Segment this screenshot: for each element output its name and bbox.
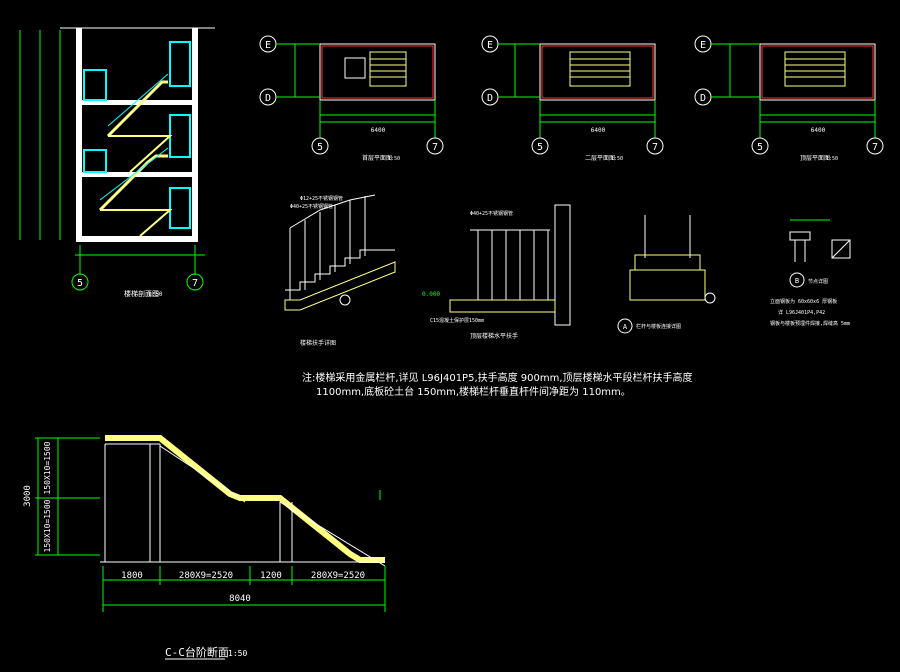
cc-dim-3: 1200 (260, 571, 282, 581)
plan1-title: 首层平面图 (362, 154, 392, 162)
cc-total: 8040 (229, 594, 251, 604)
plan3-title: 顶层平面图 (800, 155, 830, 162)
general-note-line-1: 注:楼梯采用金属栏杆,详见 L96J401P5,扶手高度 900mm,顶层楼梯水… (302, 373, 693, 384)
cc-dim-2: 280X9=2520 (179, 571, 233, 581)
plan2-scale: 1:50 (611, 156, 623, 162)
plan1-grid-7: 7 (432, 142, 438, 153)
plan1-scale: 1:50 (388, 156, 400, 162)
b-note-2: 详 L96J401P4,P42 (778, 309, 825, 316)
b-note-1: 立面钢板为 60x60x6 厚钢板 (770, 298, 837, 305)
horizontal-rail-detail (449, 204, 571, 326)
stair-plan-3 (694, 35, 884, 155)
cc-lower-flight: 150X10=1500 (43, 499, 52, 552)
node-detail-B (789, 219, 851, 262)
plan2-total-dim: 6400 (591, 127, 606, 134)
plan3-grid-5: 5 (757, 142, 763, 153)
horiz-rail-label: 顶层楼梯水平扶手 (470, 332, 518, 340)
stair-rail-label: 楼梯扶手详图 (300, 339, 336, 347)
cc-upper-flight: 150X10=1500 (43, 441, 52, 494)
detail-B-label: B (795, 277, 799, 285)
detail-A-marker (617, 318, 633, 334)
plan2-grid-5: 5 (537, 142, 543, 153)
stair-rail-detail (284, 194, 396, 311)
b-note-3: 钢板与楼板预埋件焊接,焊缝高 5mm (770, 320, 850, 327)
section-title: 楼梯剖面图 (124, 289, 159, 298)
plan3-total-dim: 6400 (811, 127, 826, 134)
stair-plan-1 (259, 35, 444, 155)
c15-note: C15混凝土保护层150mm (430, 317, 484, 324)
node-label: 节点详图 (808, 278, 828, 285)
cc-dim-4: 280X9=2520 (311, 571, 365, 581)
stair-section-elevation (19, 27, 215, 291)
plan3-scale: 1:50 (826, 156, 838, 162)
plan3-grid-E: E (700, 40, 706, 51)
rail-anchor-label: 栏杆与楼板连接详图 (636, 323, 681, 330)
horiz-pipe-note: Φ40+25不锈钢钢管 (470, 210, 513, 217)
cc-scale: 1:50 (228, 649, 247, 658)
rail-anchor-detail (629, 215, 716, 304)
pipe-note-1: Φ12+25不锈钢钢管 (300, 195, 343, 202)
elev-label: 0.000 (422, 291, 440, 298)
detail-A-label: A (623, 323, 628, 331)
plan1-grid-D: D (265, 93, 271, 104)
cc-dim-1: 1800 (121, 571, 143, 581)
detail-B-marker (789, 272, 805, 288)
plan1-grid-E: E (265, 40, 271, 51)
plan2-title: 二层平面图 (585, 155, 615, 162)
plan3-grid-7: 7 (872, 142, 878, 153)
plan2-grid-7: 7 (652, 142, 658, 153)
plan2-grid-E: E (487, 40, 493, 51)
general-note-line-2: 1100mm,底板砼土台 150mm,楼梯栏杆垂直杆件间净距为 110mm。 (316, 387, 631, 398)
plan2-grid-D: D (487, 93, 493, 104)
grid-label-7: 7 (192, 278, 198, 289)
cc-title: C-C台阶断面 (165, 645, 229, 659)
cc-height-total: 3000 (23, 485, 33, 507)
plan3-grid-D: D (700, 93, 706, 104)
section-scale: 1:50 (148, 291, 163, 298)
grid-label-5: 5 (77, 278, 83, 289)
cc-section (35, 435, 386, 660)
stair-plan-2 (481, 35, 664, 155)
pipe-note-2: Φ40+25不锈钢钢管 (290, 203, 333, 210)
plan1-total-dim: 6400 (371, 127, 386, 134)
plan1-grid-5: 5 (317, 142, 323, 153)
